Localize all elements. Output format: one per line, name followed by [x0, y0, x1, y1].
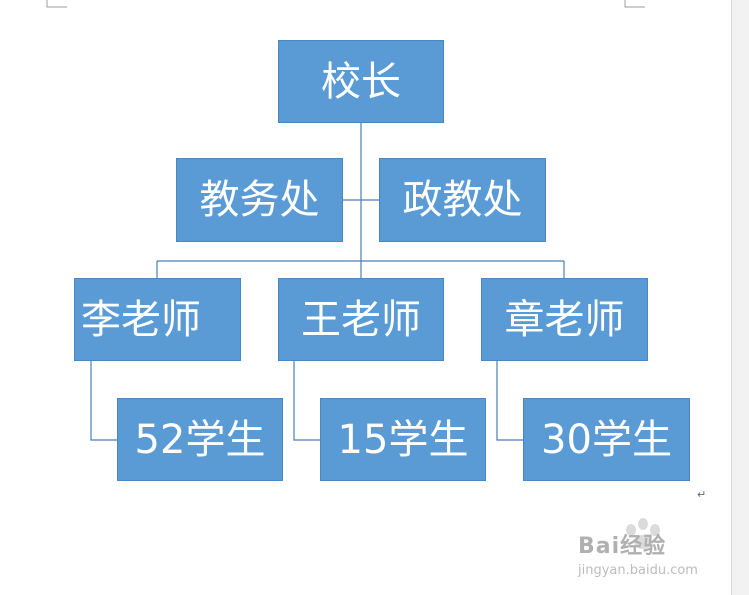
node-principal[interactable]: 校长 — [278, 40, 444, 123]
node-political-office[interactable]: 政教处 — [379, 158, 546, 242]
document-scrollbar-gutter[interactable] — [731, 0, 749, 595]
watermark-brand: Bai经验 — [578, 534, 667, 559]
node-students-li[interactable]: 52学生 — [117, 398, 283, 481]
node-teacher-zhang[interactable]: 章老师 — [481, 278, 648, 361]
node-teacher-li[interactable]: 李老师 — [74, 278, 241, 361]
baidu-paw-logo — [626, 518, 660, 549]
node-teacher-wang[interactable]: 王老师 — [278, 278, 444, 361]
node-students-zhang[interactable]: 30学生 — [523, 398, 690, 481]
page-corner-mark-left — [46, 0, 645, 8]
node-academic-office[interactable]: 教务处 — [176, 158, 343, 242]
watermark-url: jingyan.baidu.com — [578, 563, 698, 578]
node-students-wang[interactable]: 15学生 — [320, 398, 486, 481]
paragraph-mark: ↵ — [697, 488, 707, 501]
